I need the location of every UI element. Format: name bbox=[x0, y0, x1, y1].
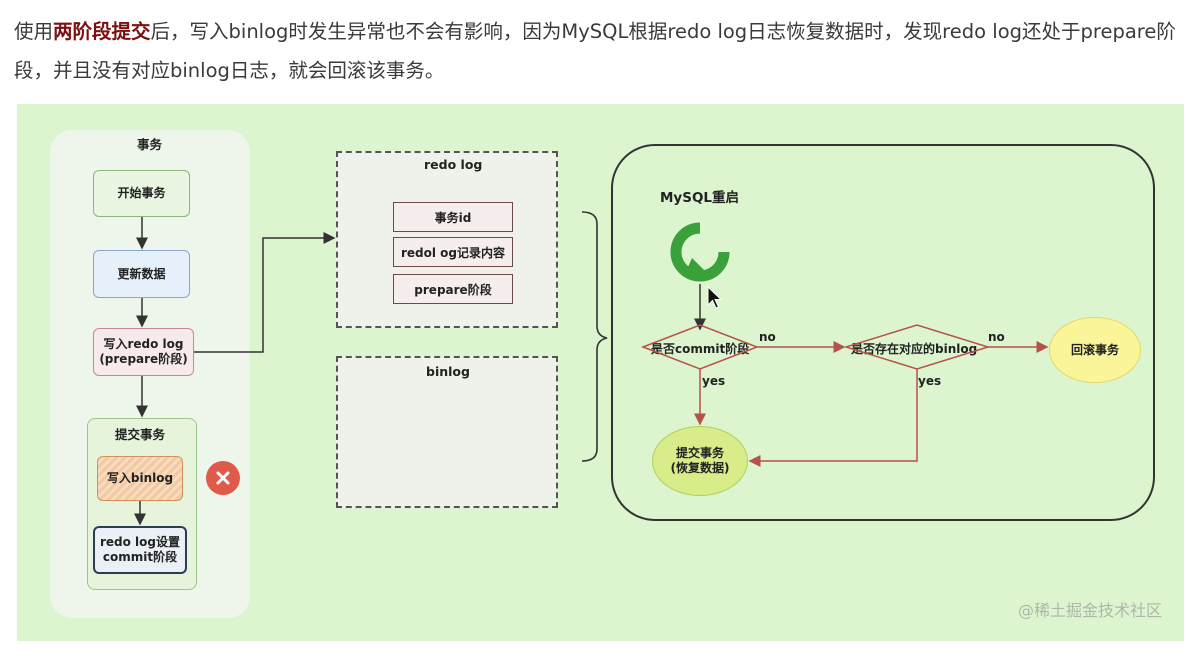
restart-title: MySQL重启 bbox=[660, 190, 740, 206]
commit-recover-node: 提交事务 (恢复数据) bbox=[652, 426, 748, 496]
paragraph-text-after: 后，写入binlog时发生异常也不会有影响，因为MySQL根据redo log日… bbox=[14, 20, 1176, 82]
mouse-cursor-icon bbox=[707, 286, 723, 309]
redo-field-prepare: prepare阶段 bbox=[393, 274, 513, 304]
binlog-box: binlog bbox=[336, 356, 558, 508]
no-label-1: no bbox=[759, 330, 776, 344]
yes-label-2: yes bbox=[918, 374, 942, 388]
paragraph-text-before: 使用 bbox=[14, 20, 54, 43]
redo-log-title: redo log bbox=[424, 157, 483, 172]
redo-log-box: redo log 事务id redol og记录内容 prepare阶段 bbox=[336, 151, 558, 328]
restart-icon bbox=[670, 222, 730, 282]
diagram-image: 事务 开始事务 更新数据 写入redo log (prepare阶段) 提交事务… bbox=[17, 104, 1184, 641]
error-icon bbox=[206, 461, 240, 495]
decision-commit-phase: 是否commit阶段 bbox=[651, 342, 750, 356]
yes-label-1: yes bbox=[702, 374, 726, 388]
watermark: @稀土掘金技术社区 bbox=[1017, 601, 1162, 620]
connectors bbox=[134, 211, 1049, 526]
commit-group-title: 提交事务 bbox=[115, 427, 166, 442]
paragraph-bold-term: 两阶段提交 bbox=[53, 20, 151, 43]
explanation-paragraph: 使用两阶段提交后，写入binlog时发生异常也不会有影响，因为MySQL根据re… bbox=[14, 12, 1184, 90]
decision-binlog-exists: 是否存在对应的binlog bbox=[851, 342, 978, 356]
step-start-transaction: 开始事务 bbox=[93, 170, 190, 217]
step-write-redo-log-prepare: 写入redo log (prepare阶段) bbox=[93, 328, 194, 376]
rollback-node: 回滚事务 bbox=[1049, 317, 1141, 383]
set-commit-step: redo log设置 commit阶段 bbox=[93, 526, 187, 574]
restart-panel bbox=[611, 144, 1155, 521]
redo-field-transaction-id: 事务id bbox=[393, 202, 513, 232]
write-binlog-step: 写入binlog bbox=[97, 456, 183, 501]
step-update-data: 更新数据 bbox=[93, 250, 190, 298]
transaction-panel-title: 事务 bbox=[137, 137, 163, 152]
redo-field-content: redol og记录内容 bbox=[393, 237, 513, 267]
binlog-title: binlog bbox=[426, 364, 470, 379]
no-label-2: no bbox=[988, 330, 1005, 344]
